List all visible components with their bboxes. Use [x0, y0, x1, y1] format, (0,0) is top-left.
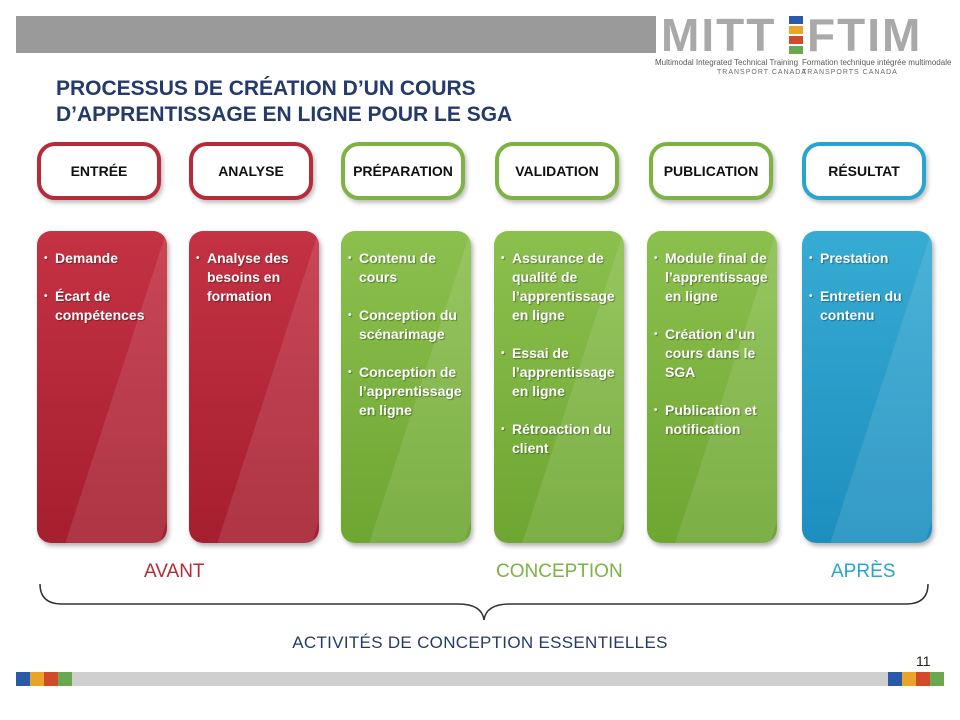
phase-conception: CONCEPTION [496, 561, 623, 582]
list-item: Essai de l’apprentissage en ligne [501, 344, 620, 401]
column-preparation: Contenu de cours Conception du scénarima… [341, 231, 471, 543]
stage-label: ANALYSE [218, 163, 284, 179]
stage-resultat: RÉSULTAT [802, 142, 926, 200]
list-item: Contenu de cours [348, 249, 467, 287]
column-analyse: Analyse des besoins en formation [189, 231, 319, 543]
stage-label: ENTRÉE [70, 163, 128, 179]
logo-word-left: MITT [661, 9, 777, 61]
stage-analyse: ANALYSE [189, 142, 313, 200]
stage-label: VALIDATION [515, 163, 599, 179]
phase-apres: APRÈS [831, 561, 896, 582]
curly-brace [39, 583, 929, 621]
stage-label: RÉSULTAT [828, 163, 900, 179]
column-publication: Module final de l’apprentissage en ligne… [647, 231, 777, 543]
list-item: Assurance de qualité de l’apprentissage … [501, 249, 620, 325]
slide-title: PROCESSUS DE CRÉATION D’UN COURS D’APPRE… [56, 76, 656, 128]
stage-preparation: PRÉPARATION [341, 142, 465, 200]
stage-label: PRÉPARATION [353, 163, 453, 179]
stage-validation: VALIDATION [495, 142, 619, 200]
stage-publication: PUBLICATION [649, 142, 773, 200]
footer-square-blue-right [888, 672, 902, 686]
mitt-ftim-logo: MITT FTIM Multimodal Integrated Technica… [655, 9, 951, 80]
footer-square-orange [30, 672, 44, 686]
footer-square-red-right [916, 672, 930, 686]
footer-square-green [58, 672, 72, 686]
footer-bar [16, 672, 944, 686]
logo-french: Formation technique intégrée multimodale [802, 58, 952, 67]
title-line-1: PROCESSUS DE CRÉATION D’UN COURS [56, 77, 476, 100]
page-number: 11 [916, 653, 931, 669]
title-line-2: D’APPRENTISSAGE EN LIGNE POUR LE SGA [56, 103, 513, 126]
header-bar [16, 16, 656, 53]
list-item: Prestation [809, 249, 928, 268]
list-item: Création d’un cours dans le SGA [654, 325, 773, 382]
footer-square-red [44, 672, 58, 686]
list-item: Rétroaction du client [501, 420, 620, 458]
list-item: Demande [44, 249, 163, 268]
column-resultat: Prestation Entretien du contenu [802, 231, 932, 543]
list-item: Analyse des besoins en formation [196, 249, 315, 306]
logo-french-dept: TRANSPORTS CANADA [802, 69, 898, 76]
column-entree: Demande Écart de compétences [37, 231, 167, 543]
phase-avant: AVANT [144, 561, 205, 582]
list-item: Publication et notification [654, 401, 773, 439]
footer-square-orange-right [902, 672, 916, 686]
logo-english-dept: TRANSPORT CANADA [717, 69, 808, 76]
logo-english: Multimodal Integrated Technical Training [655, 58, 799, 67]
footer-label: ACTIVITÉS DE CONCEPTION ESSENTIELLES [292, 633, 668, 652]
list-item: Conception de l’apprentissage en ligne [348, 363, 467, 420]
logo-flag-icon [789, 16, 803, 56]
list-item: Module final de l’apprentissage en ligne [654, 249, 773, 306]
stage-label: PUBLICATION [663, 163, 759, 179]
logo-word-right: FTIM [807, 9, 923, 61]
stage-entree: ENTRÉE [37, 142, 161, 200]
list-item: Écart de compétences [44, 287, 163, 325]
footer-square-blue [16, 672, 30, 686]
list-item: Conception du scénarimage [348, 306, 467, 344]
column-validation: Assurance de qualité de l’apprentissage … [494, 231, 624, 543]
footer-square-green-right [930, 672, 944, 686]
list-item: Entretien du contenu [809, 287, 928, 325]
